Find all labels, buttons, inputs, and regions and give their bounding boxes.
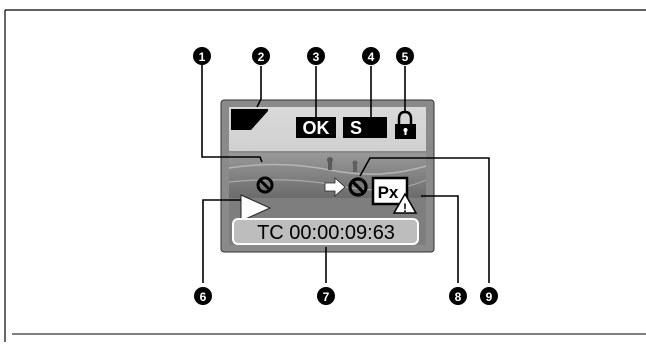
callout-4-label: 4 [368, 50, 375, 64]
callout-2: 2 [252, 47, 270, 65]
callout-4: 4 [362, 47, 380, 65]
callout-6: 6 [194, 287, 212, 305]
callout-3-label: 3 [313, 50, 320, 64]
callout-3: 3 [307, 47, 325, 65]
callout-2-label: 2 [258, 50, 265, 64]
callout-9: 9 [480, 287, 498, 305]
px-icon-text: Px [378, 183, 399, 202]
callout-5: 5 [396, 47, 414, 65]
callout-7-label: 7 [323, 290, 330, 304]
callout-5-label: 5 [402, 50, 409, 64]
timecode-box: TC 00:00:09:63 [233, 219, 418, 244]
callout-8: 8 [449, 287, 467, 305]
callout-7: 7 [317, 287, 335, 305]
ok-badge: OK [296, 117, 336, 138]
ok-badge-text: OK [303, 118, 330, 138]
callout-1: 1 [193, 47, 211, 65]
callout-6-label: 6 [200, 290, 207, 304]
timecode-text: TC 00:00:09:63 [257, 222, 395, 244]
warning-mark-text: ! [403, 201, 407, 215]
s-badge: S [343, 117, 387, 138]
s-badge-text: S [350, 118, 362, 138]
callout-9-label: 9 [486, 290, 493, 304]
callout-1-label: 1 [199, 50, 206, 64]
callout-8-label: 8 [455, 290, 462, 304]
